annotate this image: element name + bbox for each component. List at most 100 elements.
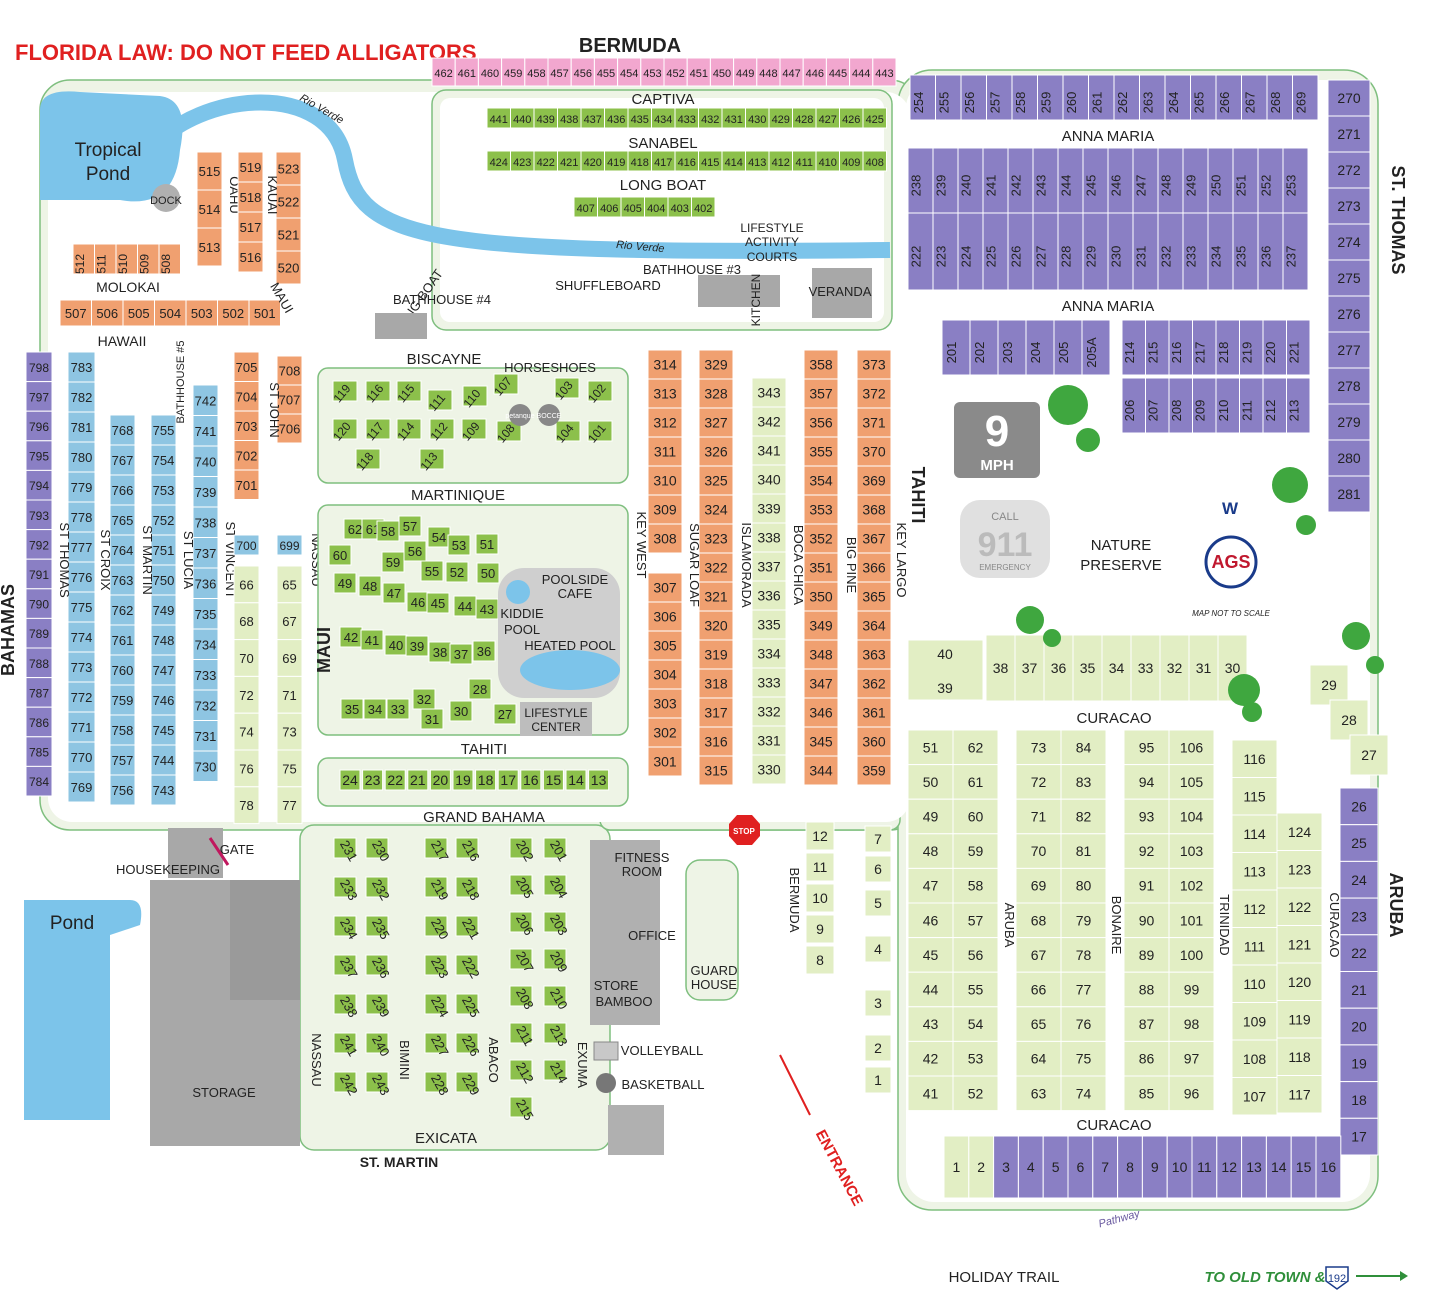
campsite [1327,151,1371,189]
campsite [476,562,500,584]
campsite [332,380,358,402]
site-number: 315 [704,763,728,779]
site-number: 42 [344,630,358,645]
site-number: 13 [1246,1159,1262,1175]
street-label: EXUMA [575,1042,590,1089]
site-number: 508 [159,254,173,274]
site-number: 12 [812,828,828,844]
campsite [1168,971,1215,1008]
building [608,1105,664,1155]
site-number: 22 [387,772,403,788]
site-number: 304 [653,667,677,683]
street-label: SANABEL [628,135,697,152]
campsite [1327,187,1371,225]
facility-label: HOUSEKEEPING [116,862,220,877]
site-number: 123 [1288,861,1312,877]
site-number: 74 [1076,1085,1092,1101]
campsite [276,534,303,556]
site-number: 746 [153,693,175,708]
site-number: 43 [480,602,494,617]
campsite [233,565,260,604]
site-number: 98 [1184,1016,1200,1032]
campsite [424,915,448,937]
campsite [384,769,406,791]
street-label: SUGAR LOAF [687,523,702,607]
street-label: ST. MARTIN [360,1154,439,1170]
campsite [751,580,787,611]
campsite [1032,147,1059,214]
site-number: 211 [1239,400,1254,421]
site-number: 422 [537,157,555,169]
site-number: 730 [195,759,217,774]
campsite [1123,1006,1170,1042]
site-number: 41 [365,633,379,648]
pond [40,91,183,202]
campsite [339,769,361,791]
campsite [192,537,219,569]
emergency-number: 911 [978,526,1033,564]
site-number: 447 [782,68,800,80]
campsite [150,774,177,806]
basketball-icon [596,1073,616,1093]
site-number: 456 [574,68,592,80]
campsite [1130,634,1161,702]
campsite [1015,798,1062,835]
site-number: 272 [1337,162,1361,178]
campsite [751,464,787,495]
campsite [67,711,96,743]
site-number: 307 [653,580,677,596]
speed-sign [954,402,1040,478]
campsite [803,610,839,641]
campsite [1168,902,1215,939]
facility-label: STORAGE [192,1085,256,1100]
campsite [109,504,136,536]
site-number: 522 [278,195,300,210]
site-number: 301 [653,754,677,770]
pond-label: Pond [86,164,130,185]
site-number: 368 [862,502,886,518]
site-number: 87 [1139,1016,1155,1032]
site-number: 406 [600,203,618,215]
site-number: 705 [236,360,258,375]
campsite [192,598,219,630]
campsite [233,602,260,641]
campsite [907,639,984,701]
campsite [1339,824,1379,862]
site-number: 354 [809,473,833,489]
site-number: 8 [1126,1159,1134,1175]
site-number: 344 [809,763,833,779]
campsite [67,561,96,593]
site-number: 327 [704,415,728,431]
site-number: 102 [1180,878,1204,894]
site-number: 30 [1225,660,1241,676]
site-number: 509 [137,254,151,274]
campsite [555,420,581,442]
campsite [275,250,302,285]
site-number: 16 [523,772,539,788]
campsite [158,243,181,275]
campsite [543,985,567,1007]
campsite [1349,734,1389,776]
site-number: 699 [279,539,299,553]
campsite [109,774,136,806]
campsite [1017,1135,1044,1199]
site-number: 777 [71,540,93,555]
campsite [25,706,53,738]
site-number: 743 [153,783,175,798]
site-number: 426 [842,114,860,126]
campsite [365,418,391,440]
site-number: 501 [254,306,276,321]
campsite [520,769,542,791]
site-number: 37 [454,647,468,662]
street-label: MARTINIQUE [411,487,505,504]
site-number: 412 [772,157,790,169]
facility-label: BATHHOUSE #4 [393,292,491,307]
campsite [1232,212,1259,291]
site-number: 12 [1221,1159,1237,1175]
site-number: 513 [199,240,221,255]
campsite [91,299,124,327]
site-number: 11 [1197,1159,1212,1175]
site-number: 517 [240,220,262,235]
site-number: 42 [923,1051,939,1067]
site-number: 453 [643,68,661,80]
